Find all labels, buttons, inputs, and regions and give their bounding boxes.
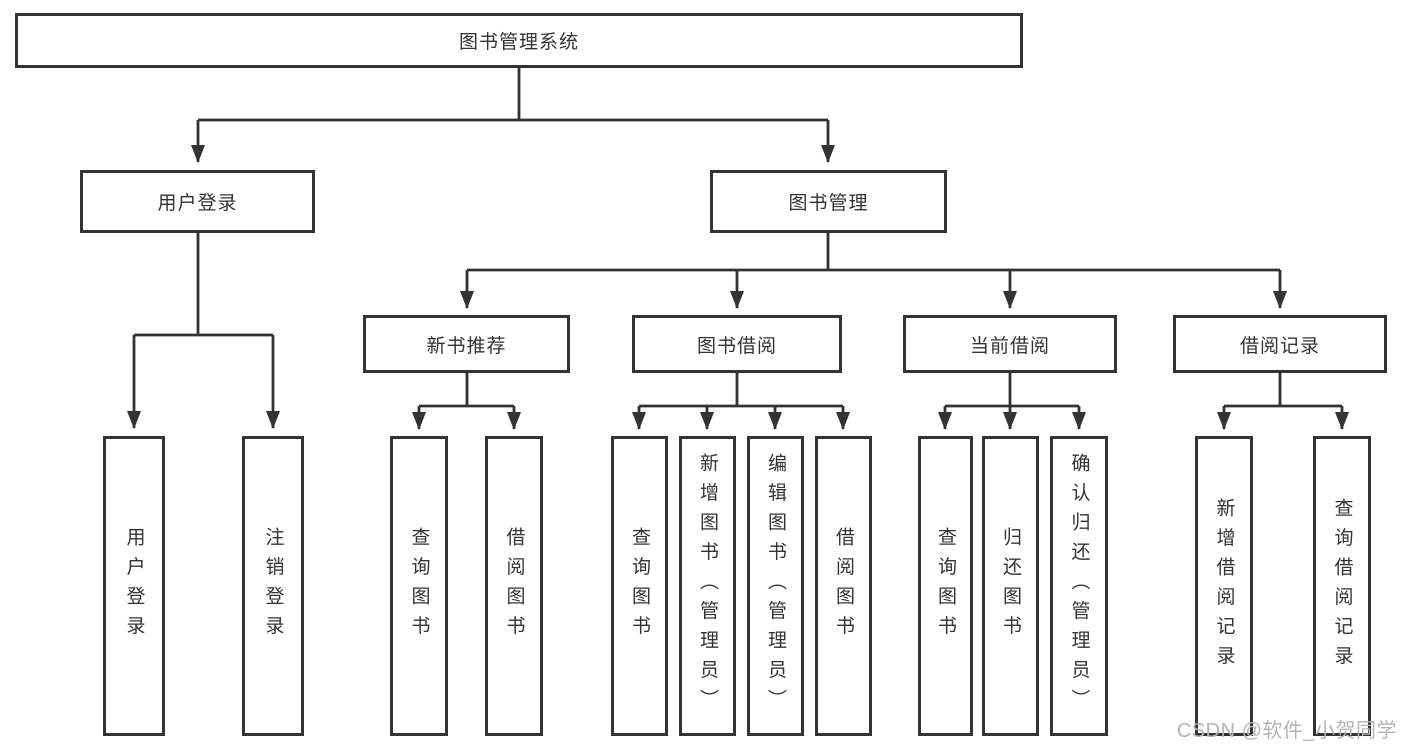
node-new-book-recommend: 新书推荐 xyxy=(363,315,570,373)
leaf-bb-query-books: 查询图书 xyxy=(611,436,668,736)
leaf-bb-edit-books-admin: 编辑图书（管理员） xyxy=(747,436,804,736)
node-book-management: 图书管理 xyxy=(710,170,947,233)
leaf-bb-add-books-admin: 新增图书（管理员） xyxy=(679,436,736,736)
leaf-nr-query-books: 查询图书 xyxy=(390,436,448,736)
node-book-borrow: 图书借阅 xyxy=(632,315,842,373)
leaf-cb-query-books: 查询图书 xyxy=(918,436,973,736)
leaf-nr-borrow-books: 借阅图书 xyxy=(485,436,543,736)
node-root-system: 图书管理系统 xyxy=(15,13,1023,68)
leaf-user-login: 用户登录 xyxy=(103,436,165,736)
leaf-cb-confirm-return-admin: 确认归还（管理员） xyxy=(1050,436,1108,736)
leaf-logout: 注销登录 xyxy=(242,436,304,736)
leaf-br-query-record: 查询借阅记录 xyxy=(1313,436,1371,736)
node-borrow-records: 借阅记录 xyxy=(1173,315,1387,373)
csdn-watermark: CSDN @软件_小贺同学 xyxy=(1176,720,1397,742)
node-user-login: 用户登录 xyxy=(80,170,315,233)
leaf-br-add-record: 新增借阅记录 xyxy=(1195,436,1253,736)
leaf-bb-borrow-books: 借阅图书 xyxy=(815,436,872,736)
leaf-cb-return-books: 归还图书 xyxy=(982,436,1039,736)
node-current-borrow: 当前借阅 xyxy=(903,315,1117,373)
